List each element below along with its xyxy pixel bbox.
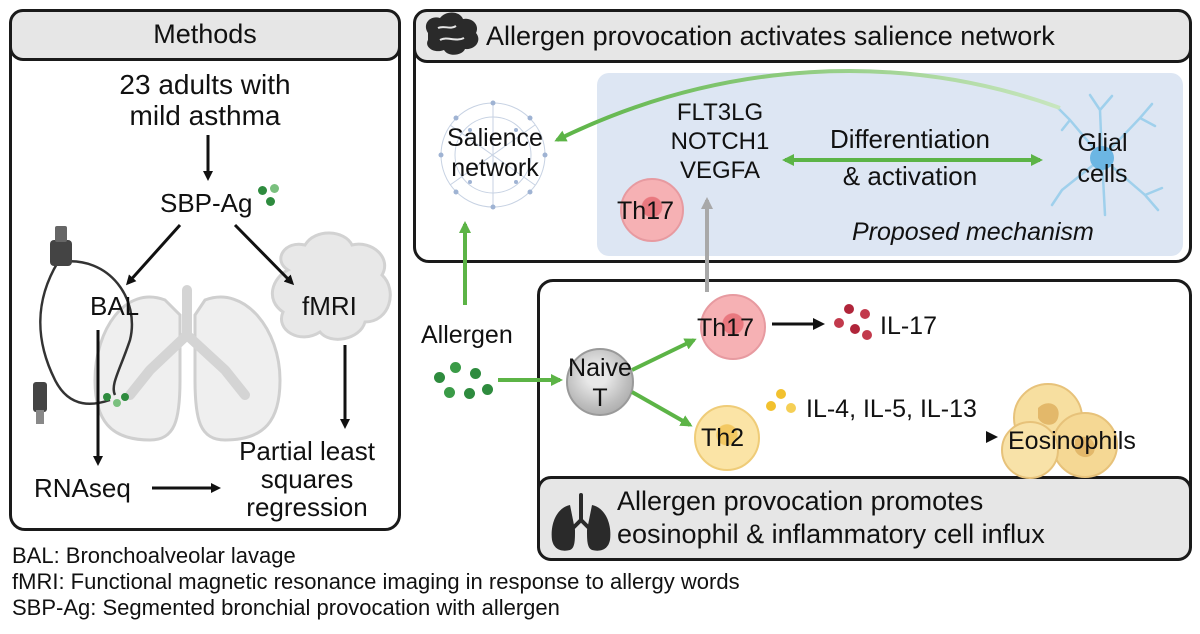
- legend-sbp-ag: SBP-Ag: Segmented bronchial provocation …: [12, 595, 560, 620]
- il17-particles-icon: [834, 304, 878, 348]
- gene-label-3: VEGFA: [679, 157, 761, 184]
- methods-header: [9, 9, 401, 61]
- rnaseq-label: RNAseq: [34, 473, 131, 503]
- bal-label: BAL: [90, 291, 140, 321]
- inflammation-footer-line2: eosinophil & inflammatory cell influx: [617, 519, 1045, 549]
- th17-cell-mechanism: [620, 178, 684, 242]
- th2-cell: [694, 405, 760, 471]
- naive-t-cell: [566, 348, 634, 416]
- th17-label: Th17: [697, 314, 754, 342]
- differentiation-line1: Differentiation: [830, 124, 990, 154]
- il17-label: IL-17: [880, 312, 937, 340]
- gene-label-1: FLT3LG: [676, 99, 764, 126]
- inflammation-footer: [537, 476, 1192, 561]
- legend-fmri: fMRI: Functional magnetic resonance imag…: [12, 569, 740, 594]
- proposed-mechanism-label: Proposed mechanism: [852, 218, 1094, 246]
- pls-label-line2: squares: [260, 464, 354, 494]
- sbp-ag-label: SBP-Ag: [160, 188, 253, 218]
- differentiation-line2: & activation: [842, 161, 978, 191]
- cohort-text-line1: 23 adults with: [119, 69, 291, 100]
- eosinophils-label: Eosinophils: [1008, 427, 1136, 455]
- th2-cytokines-icon: [766, 389, 802, 419]
- naive-t-line2: T: [592, 384, 608, 412]
- salience-panel-title: Allergen provocation activates salience …: [486, 21, 1055, 51]
- th2-cytokines-label: IL-4, IL-5, IL-13: [806, 395, 977, 423]
- cohort-text-line2: mild asthma: [129, 100, 281, 131]
- methods-title: Methods: [153, 19, 257, 49]
- bal-sample-dots: [103, 393, 133, 413]
- abbreviation-legend: BAL: Bronchoalveolar lavage fMRI: Functi…: [12, 543, 740, 621]
- inflammation-footer-line1: Allergen provocation promotes: [617, 486, 984, 516]
- allergen-label: Allergen: [421, 321, 513, 349]
- pls-label-line1: Partial least: [239, 436, 375, 466]
- legend-bal: BAL: Bronchoalveolar lavage: [12, 543, 296, 568]
- gene-label-2: NOTCH1: [670, 128, 770, 155]
- fmri-label: fMRI: [302, 291, 357, 321]
- th2-label: Th2: [701, 424, 745, 452]
- naive-t-line1: Naive: [568, 354, 632, 382]
- th17-cell: [700, 294, 766, 360]
- pls-label-line3: regression: [246, 492, 368, 522]
- glial-cells-line2: cells: [1077, 160, 1128, 188]
- salience-header: [413, 9, 1192, 63]
- glial-cells-line1: Glial: [1077, 129, 1128, 157]
- allergen-particles-icon: [434, 362, 494, 402]
- allergen-dots-icon: [258, 184, 288, 214]
- salience-network-line2: network: [451, 154, 539, 182]
- th17-mechanism-label: Th17: [617, 197, 674, 225]
- salience-network-line1: Salience: [447, 124, 543, 152]
